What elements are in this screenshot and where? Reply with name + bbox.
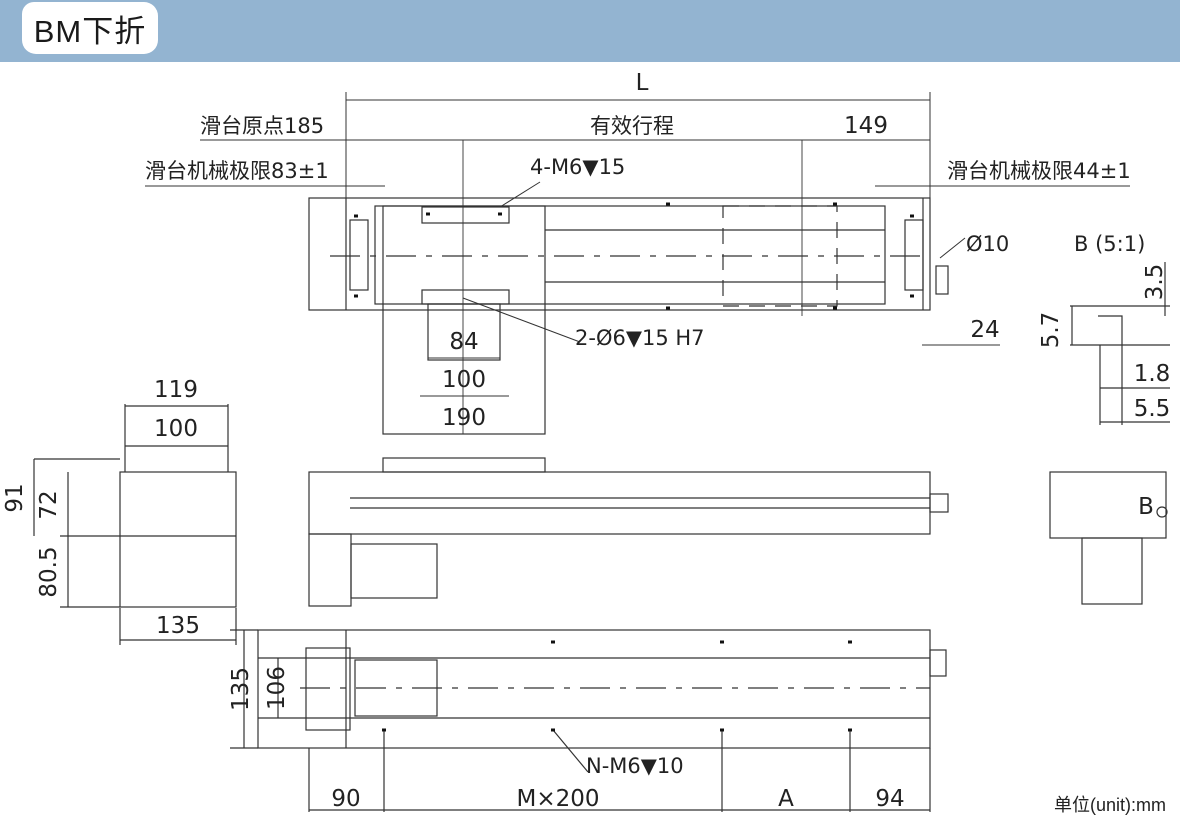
label-pin: 2-Ø6▼15 H7 <box>575 326 705 350</box>
title-banner: BM下折 <box>0 0 1180 62</box>
dim-A: A <box>778 786 794 812</box>
dim-5-5: 5.5 <box>1134 396 1171 422</box>
page-title: BM下折 <box>22 2 158 54</box>
bottom-holes <box>382 640 852 732</box>
side-view <box>33 404 237 645</box>
dim-5-7: 5.7 <box>1038 312 1064 349</box>
dim-135v: 135 <box>228 667 254 711</box>
label-detail-b: B (5:1) <box>1074 232 1145 256</box>
top-dimensions <box>145 92 1130 435</box>
dim-m200: M×200 <box>516 786 599 812</box>
dim-91: 91 <box>2 483 28 512</box>
dim-24: 24 <box>970 317 999 343</box>
technical-drawing: L 有效行程 滑台原点185 滑台机械极限83±1 滑台机械极限44±1 149… <box>2 70 1171 812</box>
dim-190: 190 <box>442 405 486 431</box>
dim-94: 94 <box>875 786 904 812</box>
dim-100b: 100 <box>154 416 198 442</box>
dim-3-5: 3.5 <box>1142 264 1168 301</box>
dim-100: 100 <box>442 367 486 393</box>
dim-106: 106 <box>264 666 290 710</box>
end-view <box>1049 262 1170 605</box>
dim-84: 84 <box>449 329 478 355</box>
unit-label: 单位(unit):mm <box>1054 795 1166 815</box>
label-d10: Ø10 <box>966 232 1009 256</box>
label-limit-right: 滑台机械极限44±1 <box>947 159 1131 183</box>
dim-80-5: 80.5 <box>36 546 62 597</box>
dim-135: 135 <box>156 613 200 639</box>
front-view <box>308 457 949 607</box>
bottom-view <box>230 629 947 812</box>
label-limit-left: 滑台机械极限83±1 <box>145 159 329 183</box>
label-B: B <box>1138 494 1154 520</box>
holes <box>354 202 914 310</box>
dim-90: 90 <box>331 786 360 812</box>
label-slide-origin: 滑台原点185 <box>200 114 324 138</box>
dim-149: 149 <box>844 113 888 139</box>
label-hole-top: 4-M6▼15 <box>530 155 625 179</box>
top-view <box>308 140 949 435</box>
dim-1-8: 1.8 <box>1134 361 1171 387</box>
dim-L: L <box>636 70 649 96</box>
dim-72: 72 <box>36 490 62 519</box>
label-stroke: 有效行程 <box>590 114 674 138</box>
dim-119: 119 <box>154 377 198 403</box>
label-hole-bottom: N-M6▼10 <box>586 754 684 778</box>
